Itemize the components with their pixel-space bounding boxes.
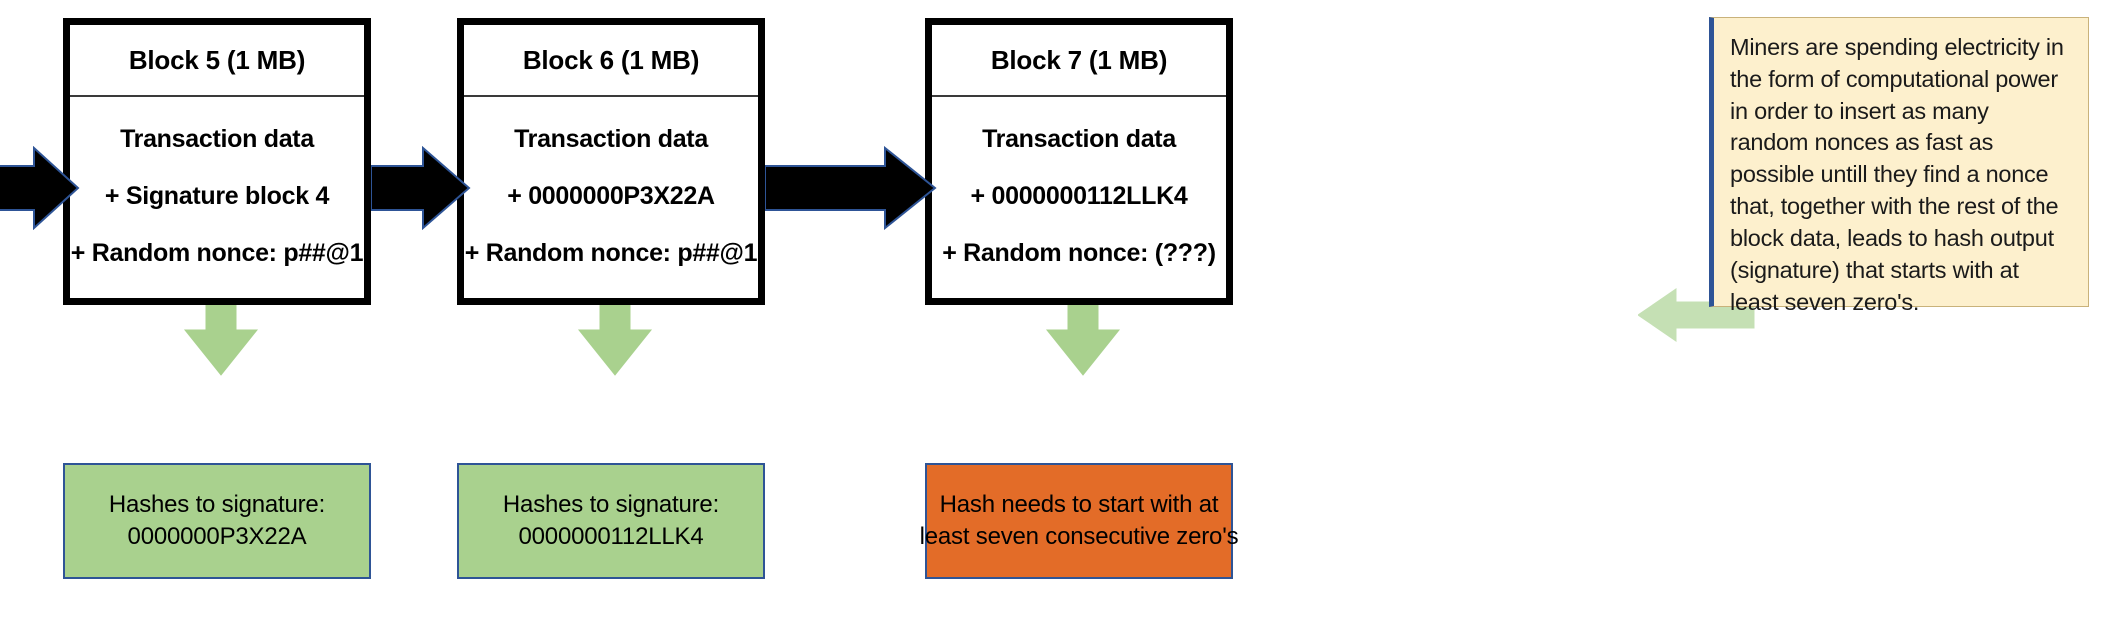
result-line-2-block-5: 0000000P3X22A bbox=[127, 523, 307, 550]
result-box-block-6: Hashes to signature: 0000000112LLK4 bbox=[457, 463, 765, 579]
result-line-1-block-5: Hashes to signature: bbox=[108, 490, 326, 518]
block-title-7: Block 7 (1 MB) bbox=[932, 25, 1226, 97]
block-line-signature-7: + 0000000112LLK4 bbox=[970, 182, 1188, 210]
chain-arrow-5-to-6 bbox=[371, 146, 471, 230]
block-card-7: Block 7 (1 MB) Transaction data + 000000… bbox=[925, 18, 1233, 305]
block-body-5: Transaction data + Signature block 4 + R… bbox=[70, 95, 364, 298]
block-line-signature-5: + Signature block 4 bbox=[104, 182, 330, 210]
block-title-6: Block 6 (1 MB) bbox=[464, 25, 758, 97]
chain-arrow-incoming bbox=[0, 146, 80, 230]
block-body-6: Transaction data + 0000000P3X22A + Rando… bbox=[464, 95, 758, 298]
result-line-2-block-7: least seven consecutive zero's bbox=[919, 523, 1239, 550]
block-title-5: Block 5 (1 MB) bbox=[70, 25, 364, 97]
block-card-5: Block 5 (1 MB) Transaction data + Signat… bbox=[63, 18, 371, 305]
chain-arrow-6-to-7 bbox=[765, 146, 937, 230]
block-line-transaction-data-7: Transaction data bbox=[982, 125, 1176, 153]
result-line-1-block-7: Hash needs to start with at bbox=[939, 490, 1219, 518]
block-line-transaction-data-6: Transaction data bbox=[514, 125, 708, 153]
callout-note-text: Miners are spending electricity in the f… bbox=[1730, 34, 2064, 315]
callout-note-mining-explanation: Miners are spending electricity in the f… bbox=[1709, 17, 2089, 315]
block-card-6: Block 6 (1 MB) Transaction data + 000000… bbox=[457, 18, 765, 305]
result-line-1-block-6: Hashes to signature: bbox=[502, 490, 720, 518]
result-box-block-5: Hashes to signature: 0000000P3X22A bbox=[63, 463, 371, 579]
block-line-transaction-data-5: Transaction data bbox=[120, 125, 314, 153]
block-line-nonce-5: + Random nonce: p##@1 bbox=[70, 239, 364, 267]
block-line-nonce-7: + Random nonce: (???) bbox=[942, 239, 1216, 267]
block-line-signature-6: + 0000000P3X22A bbox=[507, 182, 715, 210]
result-line-2-block-6: 0000000112LLK4 bbox=[518, 523, 704, 550]
block-body-7: Transaction data + 0000000112LLK4 + Rand… bbox=[932, 95, 1226, 298]
result-box-block-7: Hash needs to start with at least seven … bbox=[920, 463, 1239, 579]
block-line-nonce-6: + Random nonce: p##@1 bbox=[464, 239, 758, 267]
